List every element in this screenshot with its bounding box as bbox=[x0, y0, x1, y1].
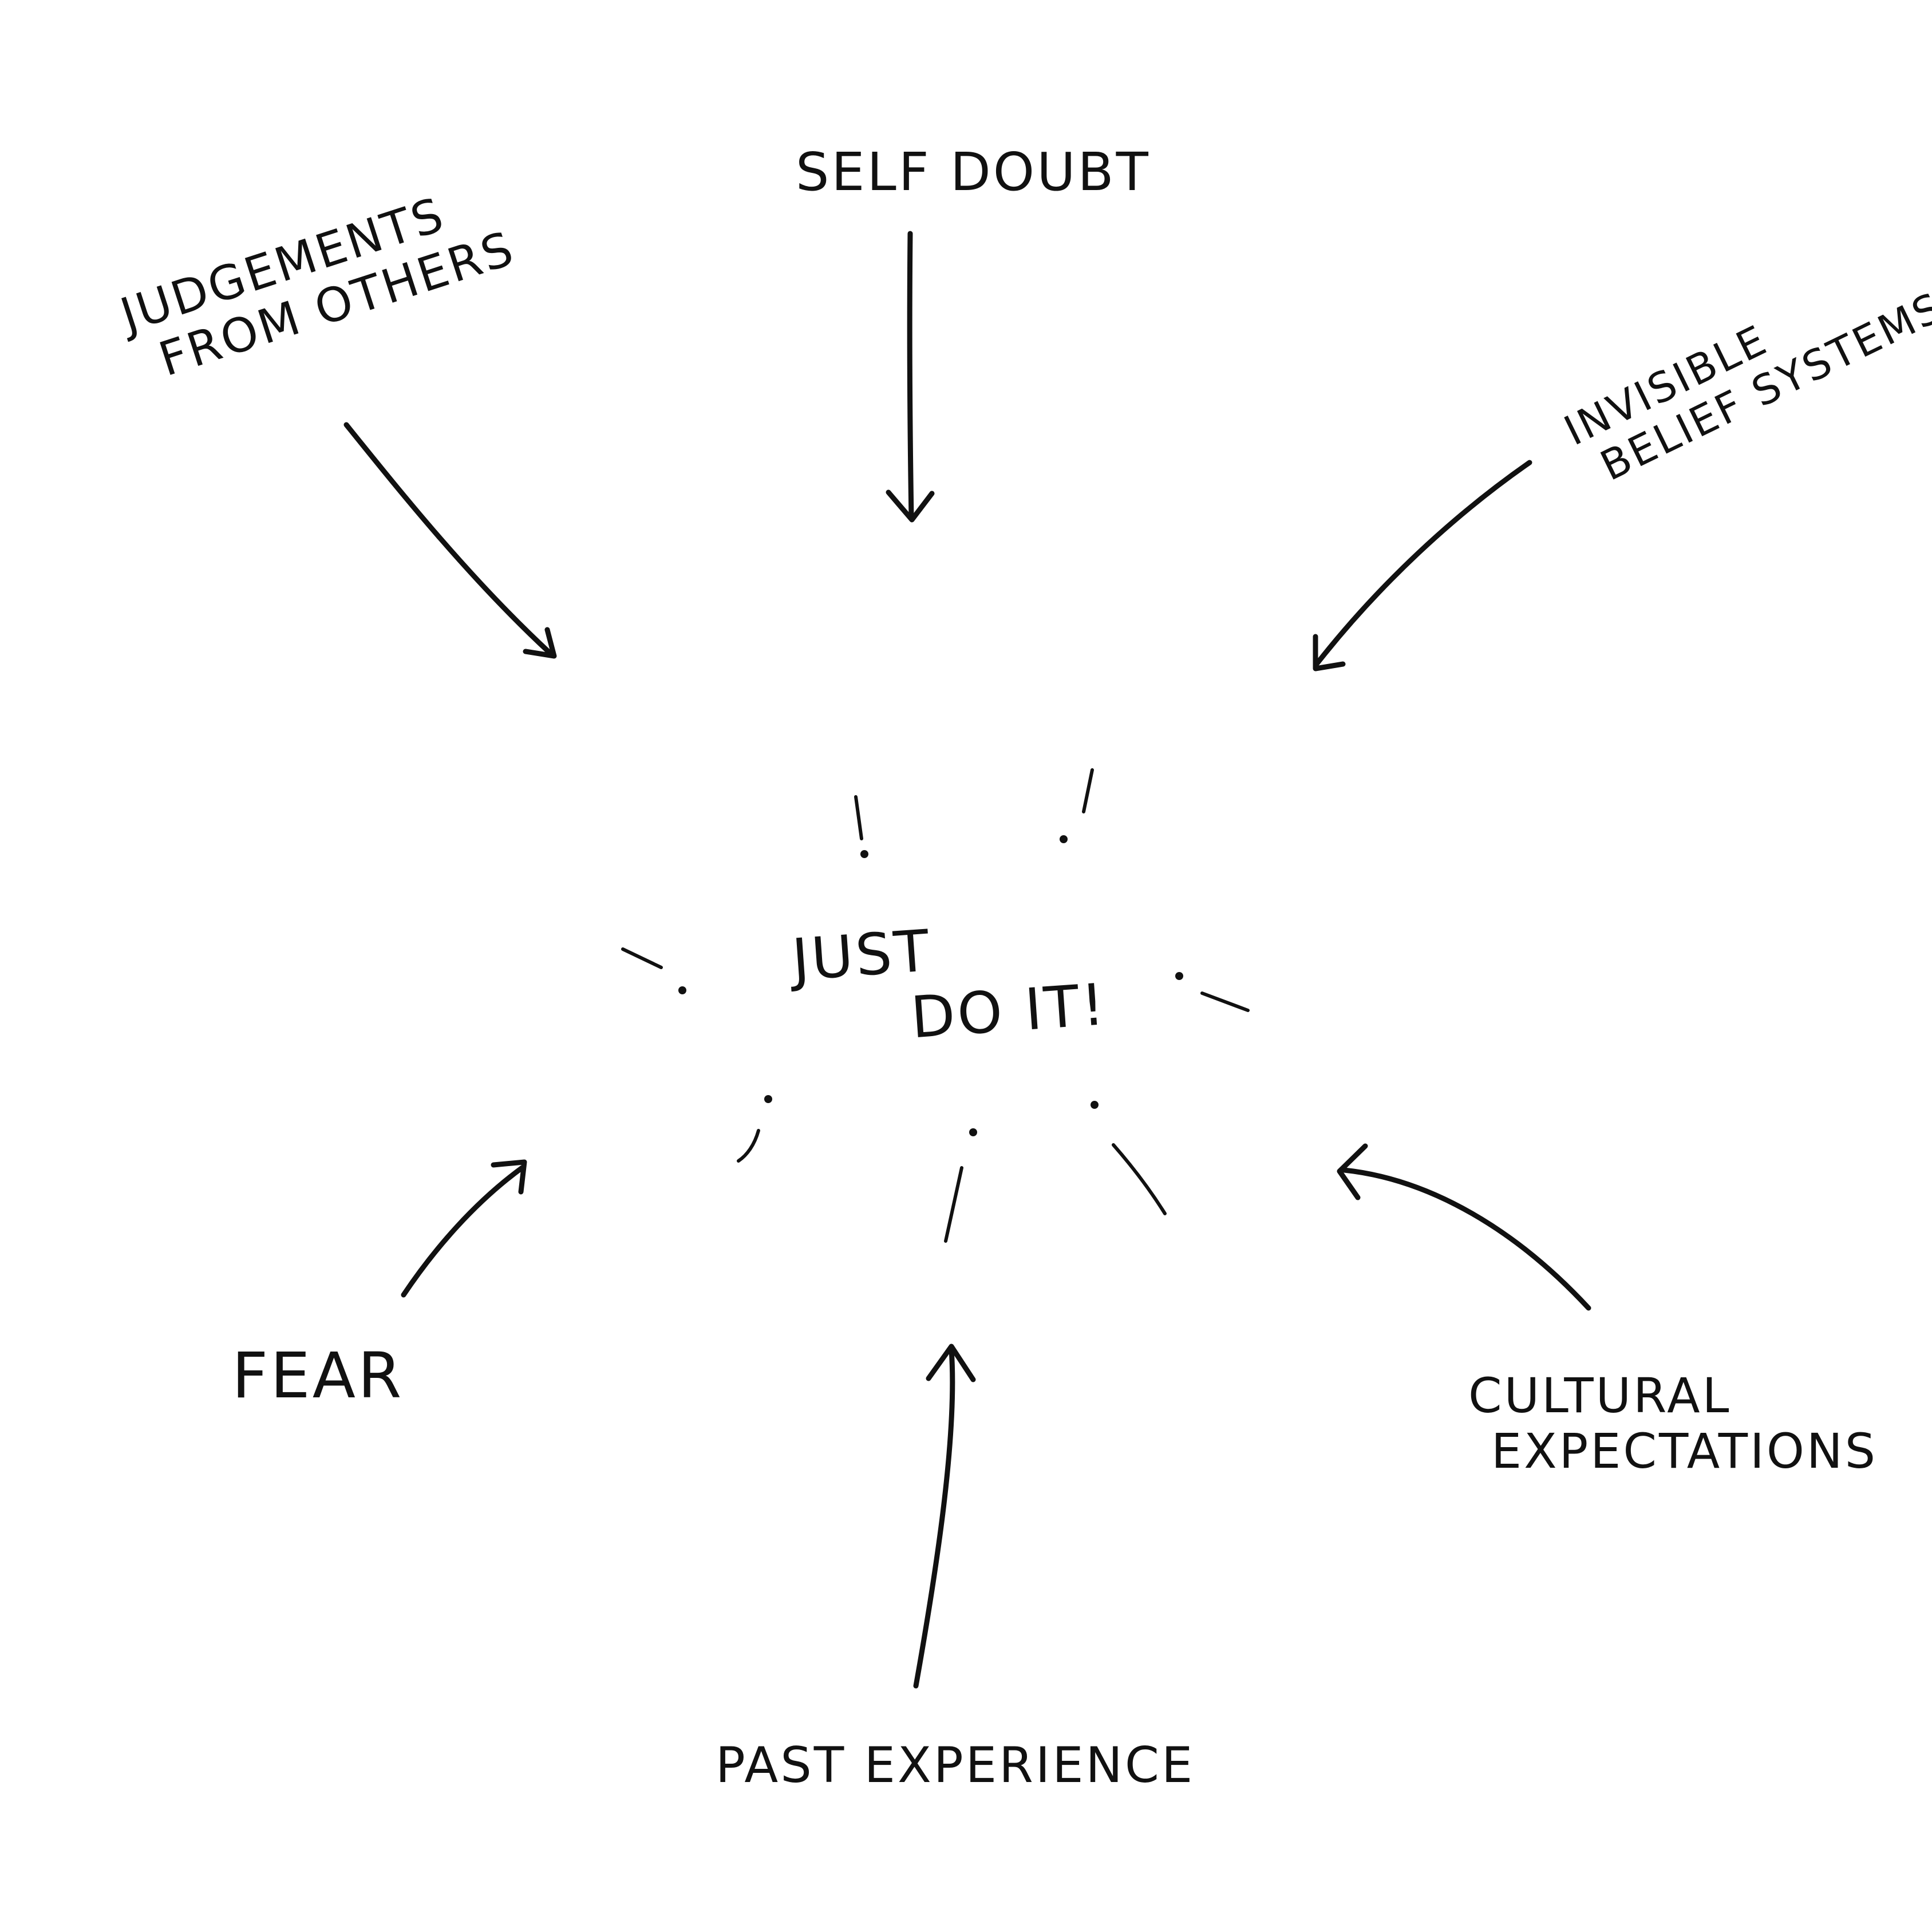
label-self-doubt: SELF DOUBT bbox=[796, 141, 1151, 203]
label-cultural-line1: CULTURAL bbox=[1468, 1368, 1732, 1424]
label-fear: FEAR bbox=[232, 1339, 404, 1412]
center-message: JUST DO IT! bbox=[790, 906, 1109, 1058]
arrow-past-experience bbox=[913, 1344, 976, 1689]
arrow-judgements bbox=[343, 422, 557, 659]
label-cultural-line2: EXPECTATIONS bbox=[1491, 1423, 1878, 1479]
arrow-self-doubt bbox=[886, 231, 935, 523]
arrow-invisible-beliefs bbox=[1313, 460, 1532, 671]
center-message-line2: DO IT! bbox=[908, 970, 1109, 1052]
arrow-fear bbox=[401, 1159, 527, 1298]
arrow-cultural bbox=[1337, 1143, 1591, 1311]
burst-marks bbox=[621, 768, 1250, 1243]
label-past-experience: PAST EXPERIENCE bbox=[716, 1737, 1195, 1794]
label-cultural-expectations: CULTURAL EXPECTATIONS bbox=[1468, 1368, 1878, 1479]
